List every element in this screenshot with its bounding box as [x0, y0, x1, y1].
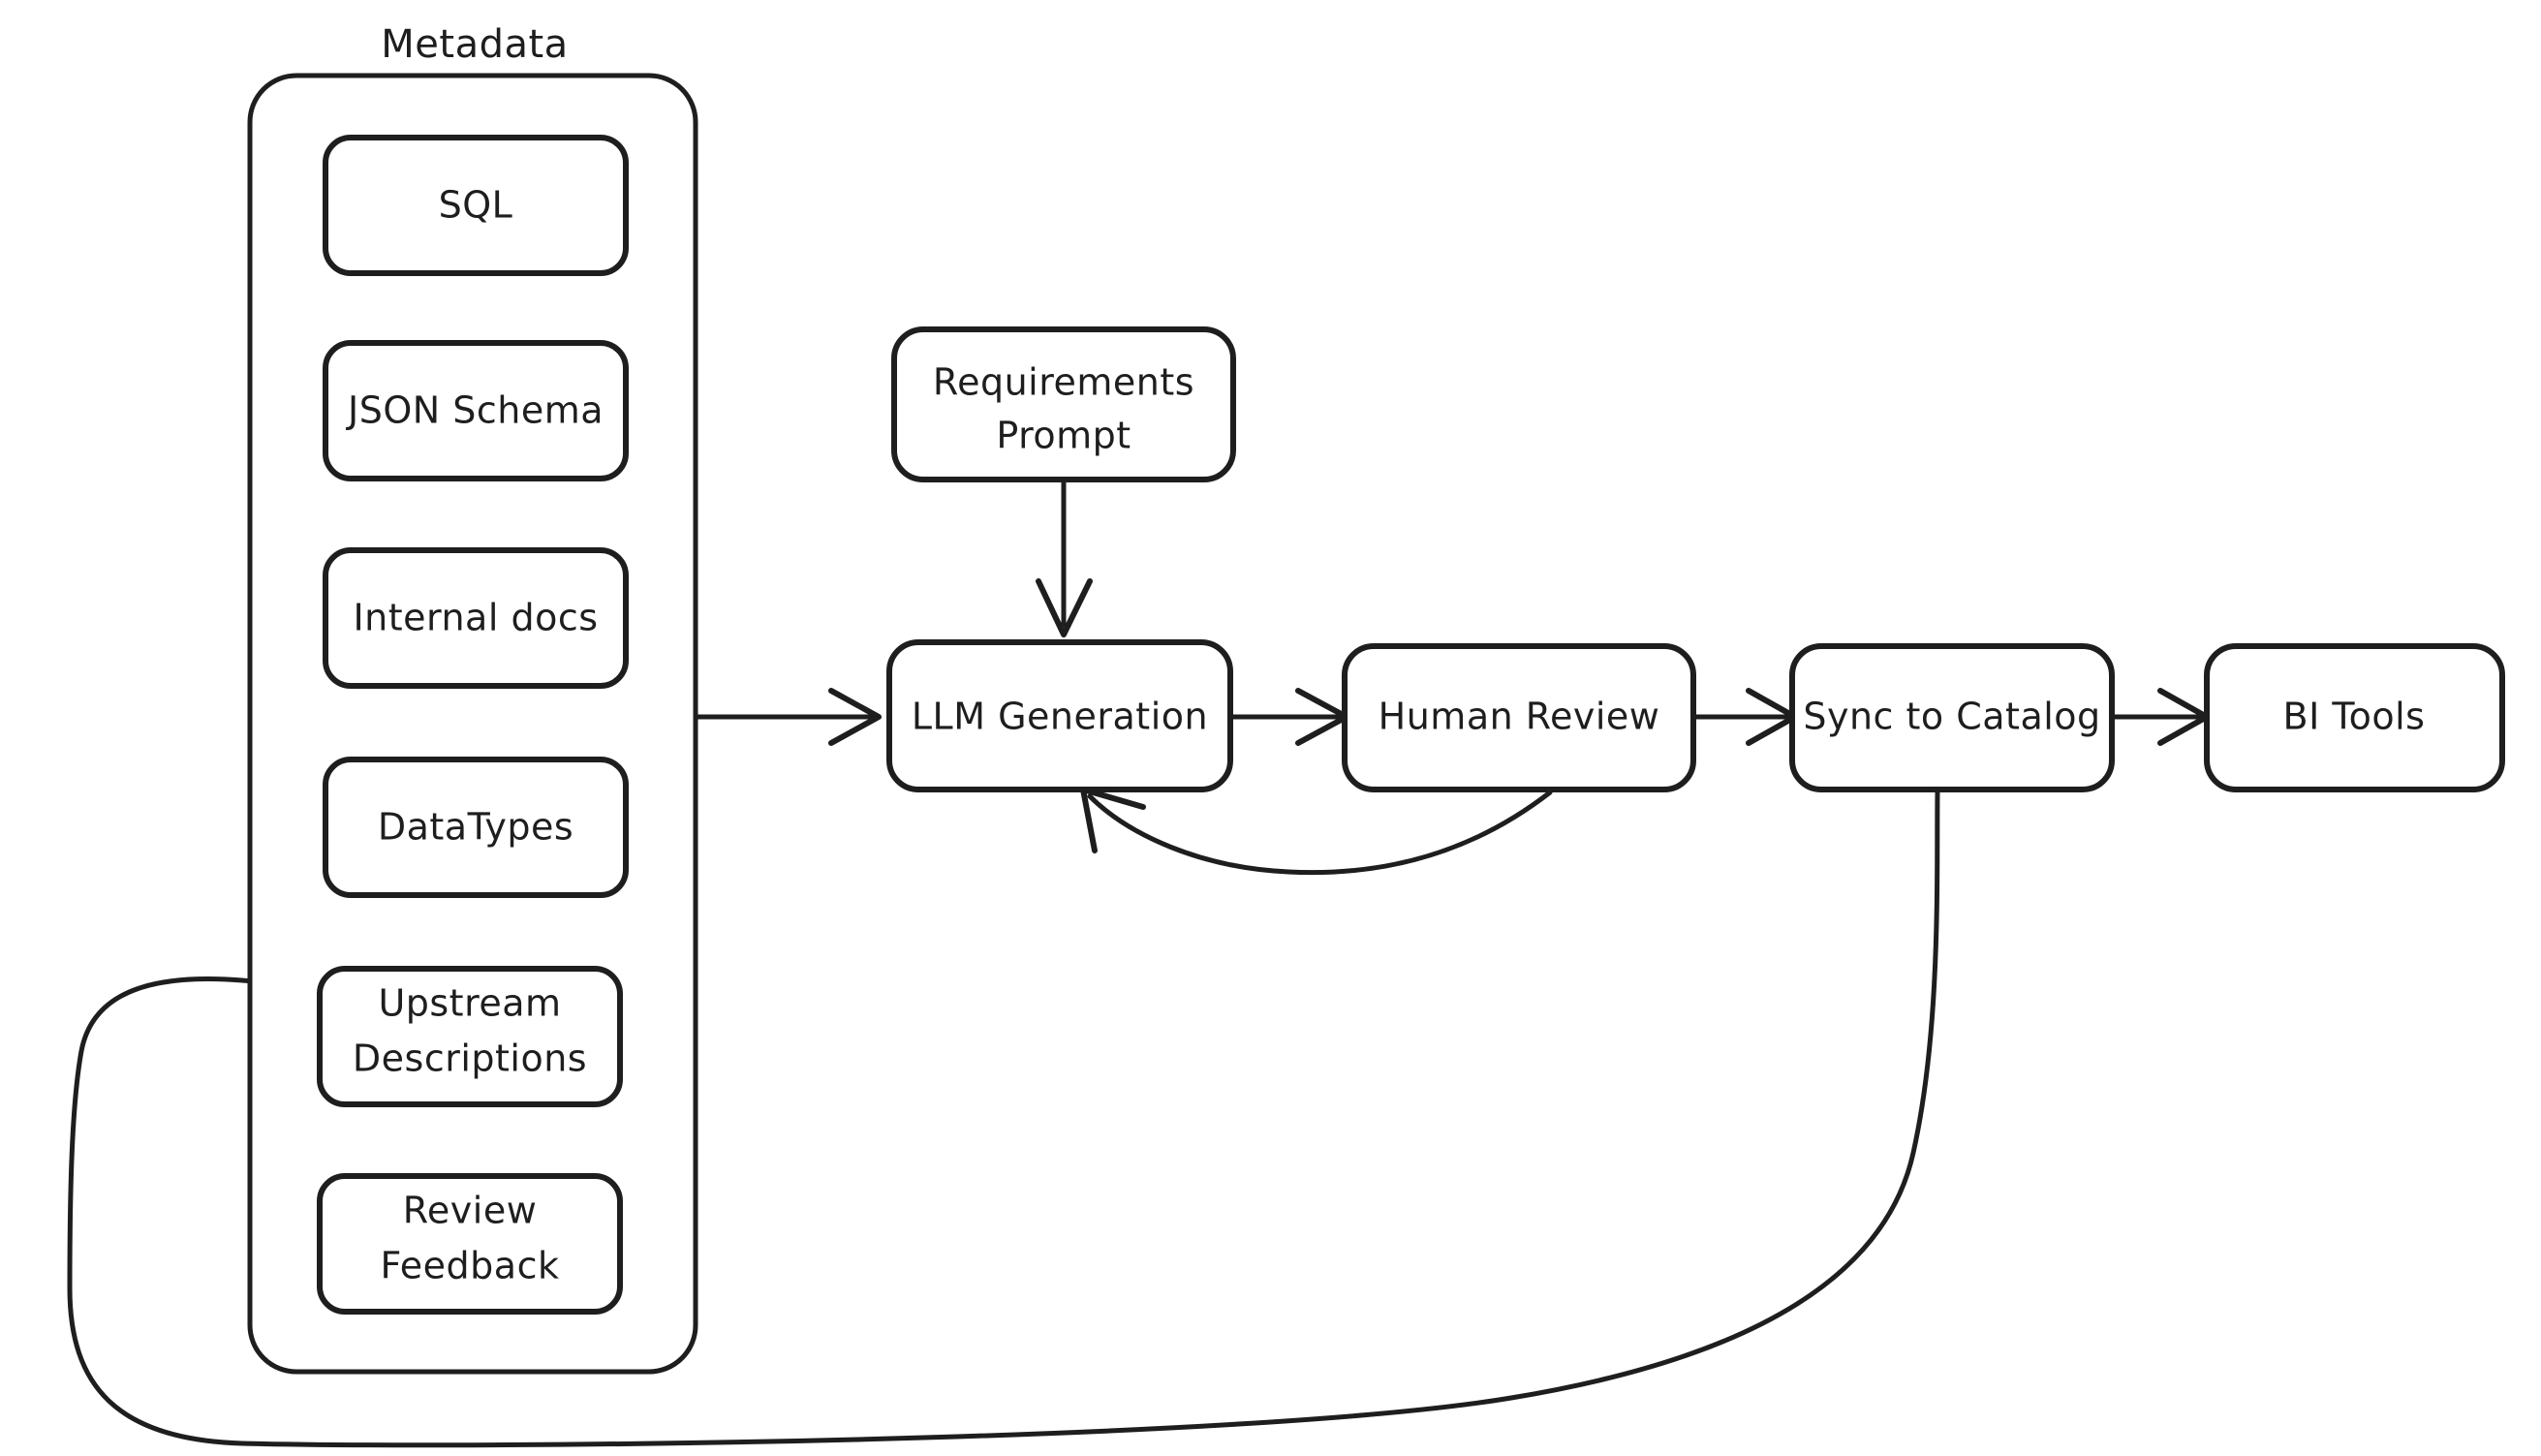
node-requirements-prompt-box[interactable] — [891, 326, 1236, 482]
metadata-item-review-feedback[interactable]: Review Feedback — [317, 1173, 623, 1315]
metadata-item-datatypes-label: DataTypes — [378, 806, 573, 849]
node-llm-generation[interactable]: LLM Generation — [886, 639, 1233, 792]
node-sync-to-catalog-box[interactable] — [1789, 643, 2115, 792]
node-llm-generation-box[interactable] — [886, 639, 1233, 792]
node-requirements-prompt-label-line1: Requirements — [933, 361, 1194, 404]
metadata-item-sql[interactable]: SQL — [323, 135, 629, 276]
node-requirements-prompt[interactable]: Requirements Prompt — [891, 326, 1236, 482]
node-requirements-prompt-label-line2: Prompt — [996, 415, 1131, 457]
metadata-item-upstream-descriptions[interactable]: Upstream Descriptions — [317, 966, 623, 1107]
node-llm-generation-label: LLM Generation — [912, 696, 1208, 738]
metadata-item-review-feedback-label-line1: Review — [403, 1190, 538, 1232]
metadata-item-internal-docs[interactable]: Internal docs — [323, 547, 629, 689]
metadata-item-json-schema-label: JSON Schema — [346, 389, 604, 432]
edge-review-to-llm-loop — [1080, 787, 1553, 876]
edge-review-to-sync — [1690, 688, 1798, 746]
metadata-item-sql-box[interactable] — [323, 135, 629, 276]
metadata-item-upstream-descriptions-label-line1: Upstream — [378, 982, 561, 1025]
metadata-item-review-feedback-box[interactable] — [317, 1173, 623, 1315]
node-bi-tools-label: BI Tools — [2283, 696, 2426, 738]
node-bi-tools-box[interactable] — [2204, 643, 2505, 792]
node-bi-tools[interactable]: BI Tools — [2204, 643, 2505, 792]
edge-sync-to-bi — [2109, 688, 2210, 746]
metadata-group-label: Metadata — [381, 22, 568, 67]
edge-prompt-to-llm — [1036, 479, 1093, 637]
metadata-item-upstream-descriptions-box[interactable] — [317, 966, 623, 1107]
metadata-item-json-schema[interactable]: JSON Schema — [323, 340, 629, 481]
node-sync-to-catalog-label: Sync to Catalog — [1803, 696, 2100, 738]
metadata-item-internal-docs-box[interactable] — [323, 547, 629, 689]
node-sync-to-catalog[interactable]: Sync to Catalog — [1789, 643, 2115, 792]
metadata-item-upstream-descriptions-label-line2: Descriptions — [353, 1038, 587, 1080]
metadata-item-review-feedback-label-line2: Feedback — [381, 1245, 560, 1287]
metadata-item-sql-label: SQL — [439, 184, 513, 227]
node-human-review[interactable]: Human Review — [1342, 643, 1696, 792]
node-human-review-box[interactable] — [1342, 643, 1696, 792]
metadata-item-internal-docs-label: Internal docs — [353, 597, 598, 639]
edge-llm-to-review — [1227, 688, 1349, 746]
metadata-item-json-schema-box[interactable] — [323, 340, 629, 481]
metadata-item-datatypes[interactable]: DataTypes — [323, 757, 629, 898]
metadata-item-datatypes-box[interactable] — [323, 757, 629, 898]
node-human-review-label: Human Review — [1379, 696, 1660, 738]
edge-metadata-to-llm — [695, 688, 882, 746]
